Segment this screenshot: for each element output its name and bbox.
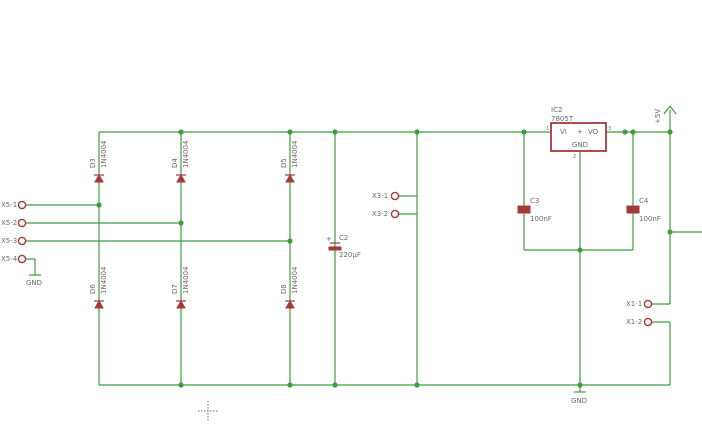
diode-d8[interactable]: D8 1N4004 xyxy=(280,266,299,309)
junction xyxy=(287,238,293,244)
vcc-arrow-right xyxy=(669,105,677,115)
diode-d5-body xyxy=(285,173,295,183)
connector-x5-3-pin[interactable] xyxy=(17,236,27,246)
diode-d4-body xyxy=(176,173,186,183)
capacitor-c2-plate-bottom xyxy=(328,246,342,251)
diode-d7-value: 1N4004 xyxy=(182,266,190,294)
regulator-ic2-plus: + xyxy=(577,128,583,136)
diode-d8-value: 1N4004 xyxy=(291,266,299,294)
connector-x3-2-label: X3-2 xyxy=(372,210,388,218)
regulator-ic2-pin-left: 1 xyxy=(546,126,549,132)
capacitor-c4-plate-bottom xyxy=(626,209,640,214)
connector-x1-1-pin[interactable] xyxy=(643,299,653,309)
connector-x5[interactable]: X5-1 X5-2 X5-3 X5-4 xyxy=(1,200,27,264)
capacitor-c2-plus: + xyxy=(326,235,332,243)
junction xyxy=(577,247,583,253)
diode-d4-value: 1N4004 xyxy=(182,140,190,168)
wires xyxy=(26,105,702,393)
capacitor-c2[interactable]: + C2 220µF xyxy=(326,234,361,259)
regulator-ic2-pin-gnd: GND xyxy=(572,141,588,149)
diode-d6-ref: D6 xyxy=(89,284,97,294)
regulator-ic2-pin-out: VO xyxy=(588,128,599,136)
junction xyxy=(521,129,527,135)
diode-d4[interactable]: D4 1N4004 xyxy=(171,140,190,183)
diode-d3[interactable]: D3 1N4004 xyxy=(89,140,108,183)
diode-d7-body xyxy=(176,299,186,309)
connector-x1-2-pin[interactable] xyxy=(643,317,653,327)
regulator-ic2-body xyxy=(550,122,607,152)
connector-x5-4-pin[interactable] xyxy=(17,254,27,264)
junction xyxy=(414,382,420,388)
capacitor-c4[interactable]: C4 100nF xyxy=(626,197,661,223)
diode-d6-body xyxy=(94,299,104,309)
junction xyxy=(178,129,184,135)
diode-d7-ref: D7 xyxy=(171,284,179,294)
connector-x3-1-pin[interactable] xyxy=(390,191,400,201)
diode-d6[interactable]: D6 1N4004 xyxy=(89,266,108,309)
junction xyxy=(287,129,293,135)
junction xyxy=(287,382,293,388)
connector-x5-2-label: X5-2 xyxy=(1,219,17,227)
junction xyxy=(96,202,102,208)
vcc-label: +5V xyxy=(654,109,662,124)
connector-x3-2-pin[interactable] xyxy=(390,209,400,219)
junction xyxy=(332,129,338,135)
connector-x3-1-label: X3-1 xyxy=(372,192,388,200)
capacitor-c2-value: 220µF xyxy=(339,251,361,259)
capacitor-c2-ref: C2 xyxy=(339,234,348,242)
junction xyxy=(577,382,583,388)
regulator-ic2-pin-in: VI xyxy=(560,128,567,136)
regulator-ic2-ref: IC2 xyxy=(551,106,562,114)
capacitor-c4-ref: C4 xyxy=(639,197,649,205)
diode-d8-body xyxy=(285,299,295,309)
diode-d5-value: 1N4004 xyxy=(291,140,299,168)
capacitor-c3-plate-bottom xyxy=(517,209,531,214)
diode-d8-ref: D8 xyxy=(280,284,288,294)
regulator-ic2-pin-bottom: 2 xyxy=(573,154,576,160)
gnd-label-left: GND xyxy=(26,279,42,287)
diode-d7[interactable]: D7 1N4004 xyxy=(171,266,190,309)
diode-d5-ref: D5 xyxy=(280,158,288,168)
connector-x1-2-label: X1-2 xyxy=(626,318,642,326)
connector-x5-2-pin[interactable] xyxy=(17,218,27,228)
regulator-ic2[interactable]: IC2 7805T VI VO + GND 1 3 2 xyxy=(546,106,611,160)
capacitor-c4-value: 100nF xyxy=(639,215,661,223)
regulator-ic2-pin-right: 3 xyxy=(608,126,611,132)
diode-d4-ref: D4 xyxy=(171,158,179,168)
diode-d3-ref: D3 xyxy=(89,158,97,168)
connector-x3[interactable]: X3-1 X3-2 xyxy=(372,191,400,219)
connector-x1-1-label: X1-1 xyxy=(626,300,642,308)
junction xyxy=(630,129,636,135)
junction xyxy=(667,229,673,235)
vcc-arrow-left xyxy=(663,105,671,115)
capacitor-c3-plate-top xyxy=(517,205,531,210)
diode-d3-body xyxy=(94,173,104,183)
junctions xyxy=(96,129,673,388)
capacitor-c3-value: 100nF xyxy=(530,215,552,223)
connector-x1[interactable]: X1-1 X1-2 xyxy=(626,299,653,327)
diode-d3-value: 1N4004 xyxy=(100,140,108,168)
junction xyxy=(332,382,338,388)
junction xyxy=(178,220,184,226)
capacitor-c4-plate-top xyxy=(626,205,640,210)
crosshair-cursor-icon xyxy=(198,401,218,421)
connector-x5-1-pin[interactable] xyxy=(17,200,27,210)
capacitor-c3-ref: C3 xyxy=(530,197,539,205)
diode-d6-value: 1N4004 xyxy=(100,266,108,294)
junction xyxy=(622,129,628,135)
junction xyxy=(178,382,184,388)
junction xyxy=(414,129,420,135)
connector-x5-4-label: X5-4 xyxy=(1,255,18,263)
regulator-ic2-value: 7805T xyxy=(551,115,574,123)
capacitor-c3[interactable]: C3 100nF xyxy=(517,197,552,223)
gnd-label-bottom: GND xyxy=(571,397,587,405)
junction xyxy=(667,129,673,135)
connector-x5-1-label: X5-1 xyxy=(1,201,17,209)
connector-x5-3-label: X5-3 xyxy=(1,237,17,245)
diode-d5[interactable]: D5 1N4004 xyxy=(280,140,299,183)
